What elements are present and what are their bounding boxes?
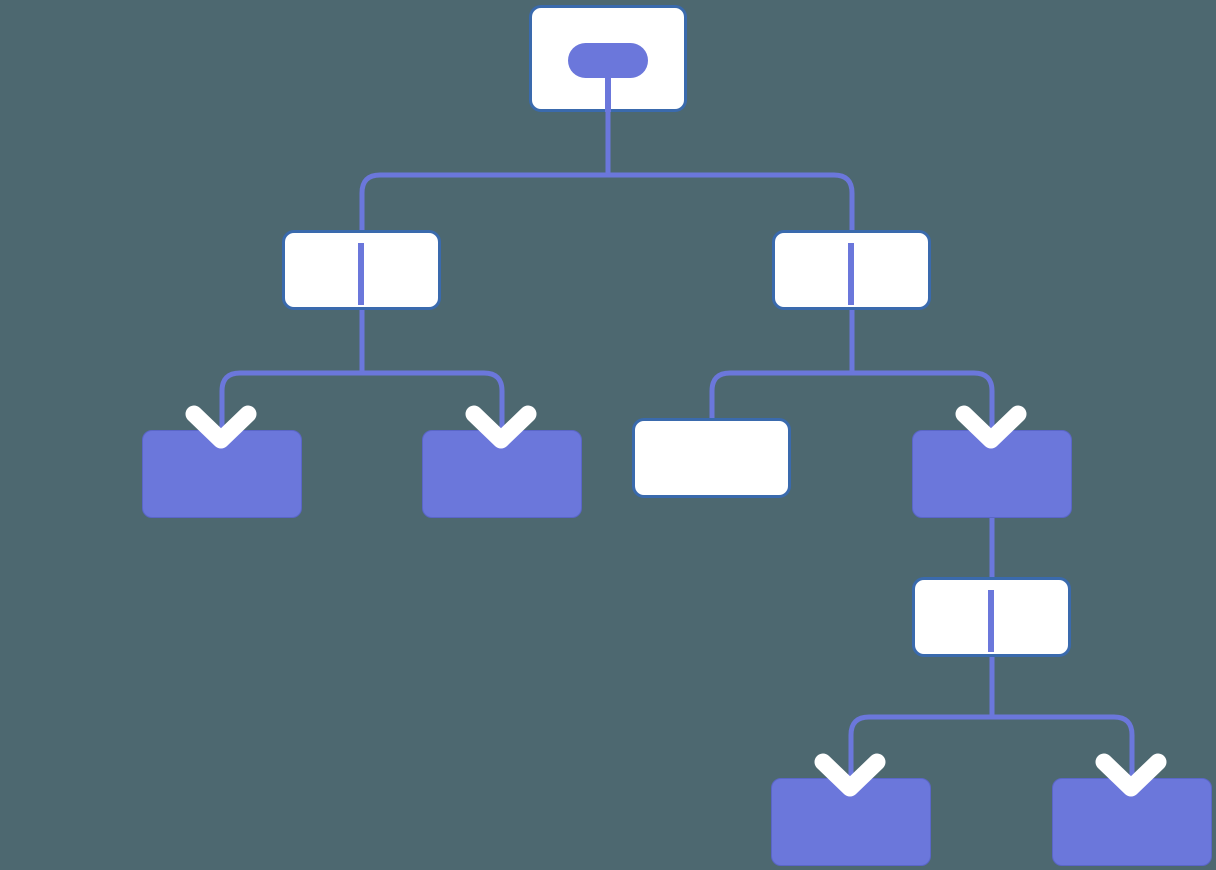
node-l5-b[interactable] bbox=[1052, 778, 1212, 866]
node-l3-a[interactable] bbox=[142, 430, 302, 518]
node-l3-c[interactable] bbox=[632, 418, 791, 498]
node-inner-connector-root bbox=[605, 65, 611, 112]
node-inner-connector-l2-right bbox=[848, 243, 854, 305]
node-l3-d[interactable] bbox=[912, 430, 1072, 518]
node-l5-a[interactable] bbox=[771, 778, 931, 866]
node-l3-b[interactable] bbox=[422, 430, 582, 518]
node-inner-connector-l2-left bbox=[358, 243, 364, 305]
node-inner-connector-l4 bbox=[988, 590, 994, 652]
